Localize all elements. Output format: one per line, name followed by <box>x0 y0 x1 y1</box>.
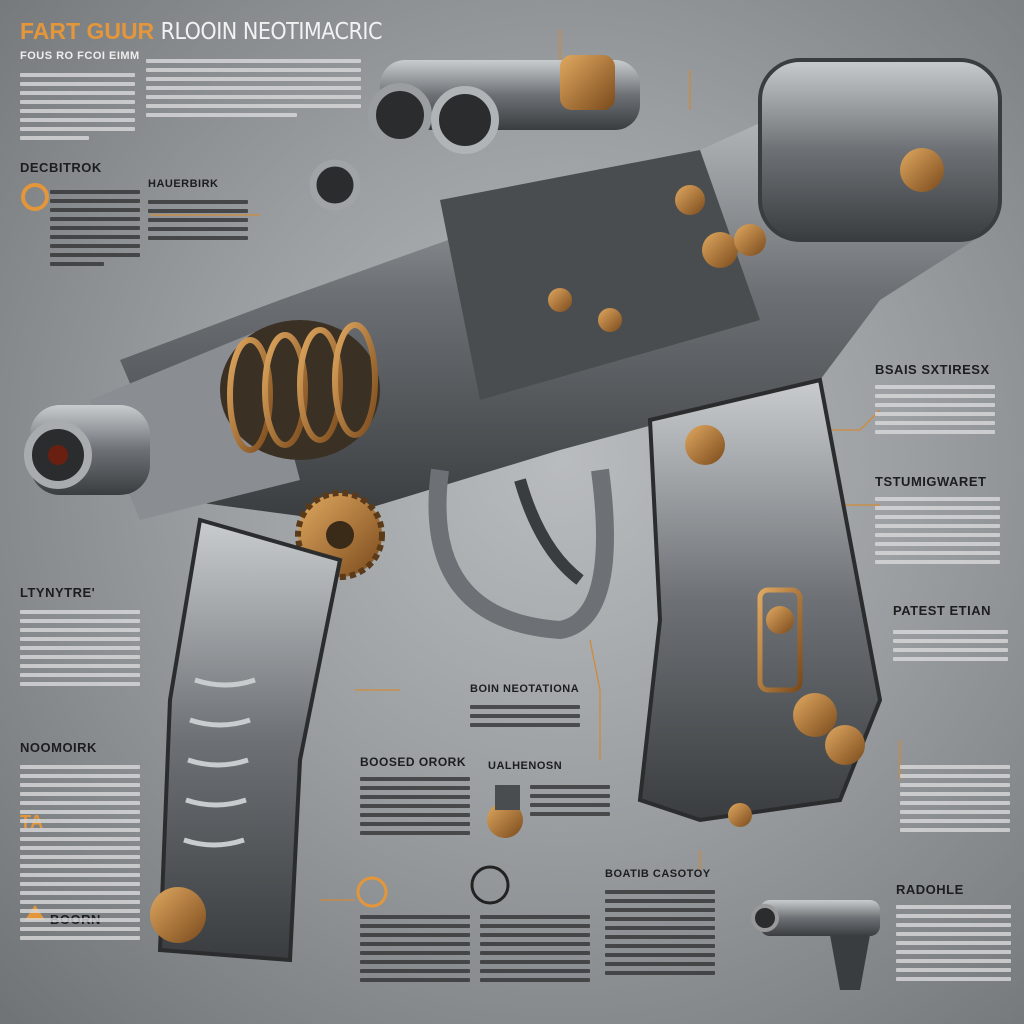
text-block <box>605 885 715 980</box>
text-block <box>20 68 135 145</box>
heading-right-1: BSAIS SXTIRESX <box>875 362 990 377</box>
text-block <box>900 760 1010 837</box>
text-block <box>146 54 361 122</box>
text-block <box>875 492 1000 569</box>
text-block <box>470 700 580 732</box>
trigger-guard <box>428 468 614 640</box>
gun-scope <box>309 55 640 211</box>
text-block <box>480 910 590 987</box>
heading-right-4: RADOHLE <box>896 882 964 897</box>
text-block <box>893 625 1008 666</box>
heading-left-1: FOUS RO FCOI EIMM <box>20 50 140 62</box>
gun-grip-rear <box>637 377 883 827</box>
text-block <box>530 780 610 821</box>
heading-right-2: TSTUMIGWARET <box>875 474 987 489</box>
heading-mid-1: HAUERBIRK <box>148 178 219 190</box>
text-block <box>20 760 140 945</box>
heading-mid-2: BOIN NEOTATIONA <box>470 683 580 695</box>
text-block <box>896 900 1011 986</box>
text-block <box>875 380 995 439</box>
page-title: FART GUUR RLOOIN NEOTIMACRIC <box>20 18 382 45</box>
heading-left-2: DECBITROK <box>20 160 102 175</box>
text-block <box>20 605 140 691</box>
text-block <box>50 185 140 271</box>
heading-left-4: NOOMOIRK <box>20 740 97 755</box>
heading-left-3: LTYNYTRE' <box>20 585 96 600</box>
text-block <box>360 910 470 987</box>
text-block <box>360 772 470 840</box>
gun-thumbnail-icon <box>751 900 880 990</box>
heading-mid-5: BOATIB CASOTOY <box>605 868 711 880</box>
text-block <box>148 195 248 245</box>
gun-grip-front <box>150 517 343 963</box>
gun-body <box>24 58 1002 580</box>
heading-mid-3: BOOSED ORORK <box>360 755 467 769</box>
heading-mid-4: UALHENOSN <box>488 760 563 772</box>
heading-right-3: PATEST ETIAN <box>893 603 991 618</box>
